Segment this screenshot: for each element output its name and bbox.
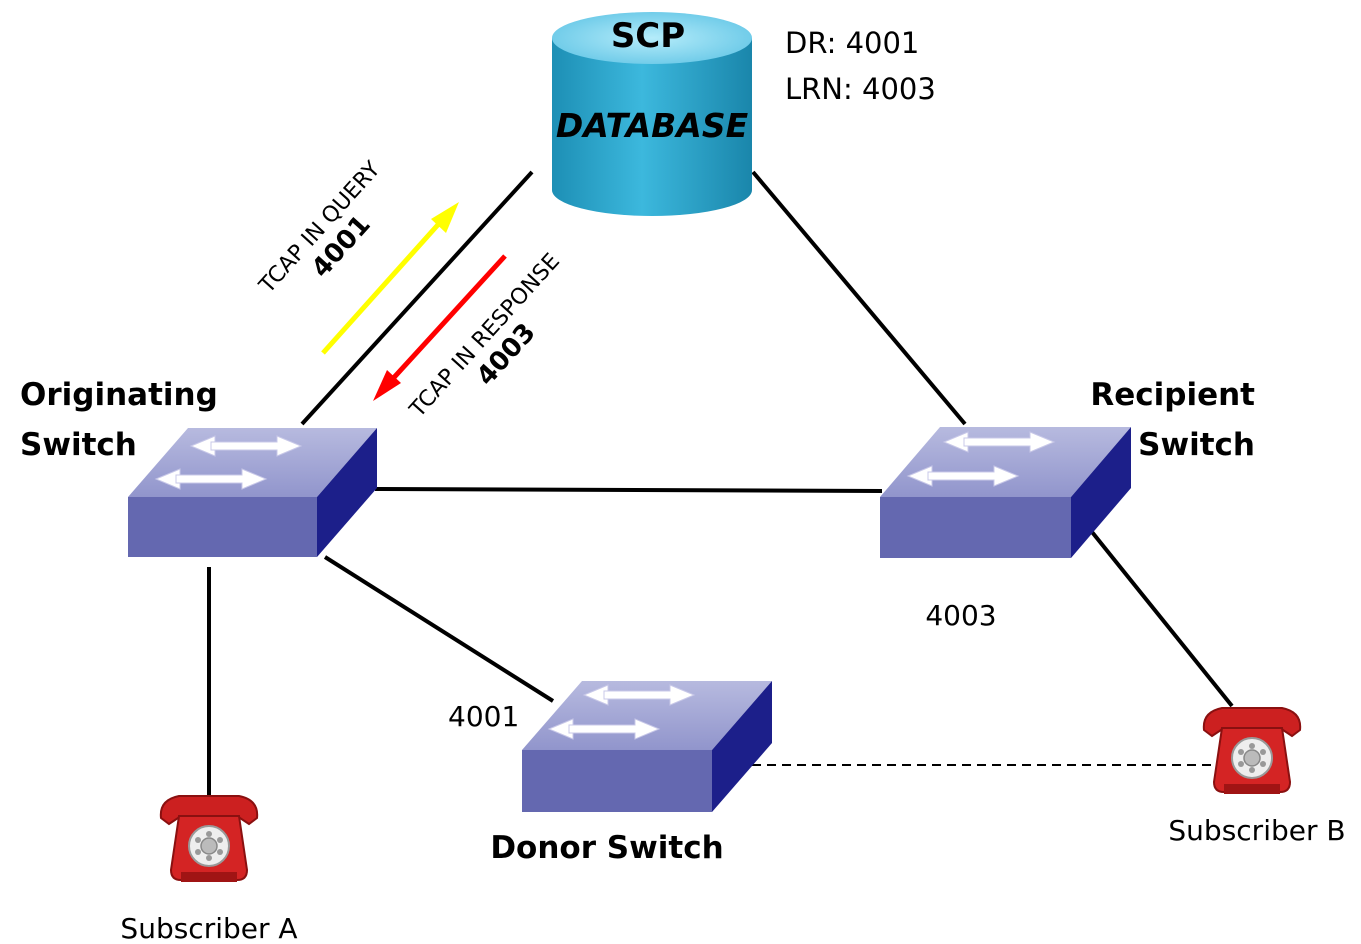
link-originating-donor	[323, 555, 555, 703]
subscriber-a-label: Subscriber A	[120, 912, 297, 944]
recipient-switch-label-line2: Switch	[1138, 427, 1255, 463]
scp-database: SCP DATABASE	[552, 12, 752, 216]
lrn-value: LRN: 4003	[785, 72, 936, 106]
link-originating-scp	[300, 170, 534, 426]
link-recipient-subscriber-b	[1090, 530, 1234, 708]
recipient-switch-label-line1: Recipient	[1090, 377, 1255, 413]
donor-switch-number: 4001	[448, 700, 519, 733]
originating-switch-label-line2: Switch	[20, 427, 137, 463]
subscriber-b-phone-icon	[1202, 707, 1302, 795]
originating-switch	[128, 428, 377, 557]
database-label: DATABASE	[556, 106, 749, 145]
subscriber-a-phone-icon	[159, 795, 259, 883]
recipient-switch-number: 4003	[925, 599, 996, 632]
link-originating-recipient	[374, 487, 883, 493]
subscriber-b-label: Subscriber B	[1168, 814, 1345, 847]
query-arrow	[321, 202, 459, 355]
originating-switch-label-line1: Originating	[20, 377, 218, 413]
response-arrow	[373, 254, 507, 401]
connection-lines	[207, 170, 1234, 796]
dr-value: DR: 4001	[785, 26, 919, 60]
recipient-switch	[880, 427, 1131, 558]
donor-switch	[522, 681, 772, 812]
scp-title: SCP	[611, 16, 685, 56]
link-scp-recipient	[751, 170, 967, 426]
donor-switch-label: Donor Switch	[490, 830, 723, 866]
